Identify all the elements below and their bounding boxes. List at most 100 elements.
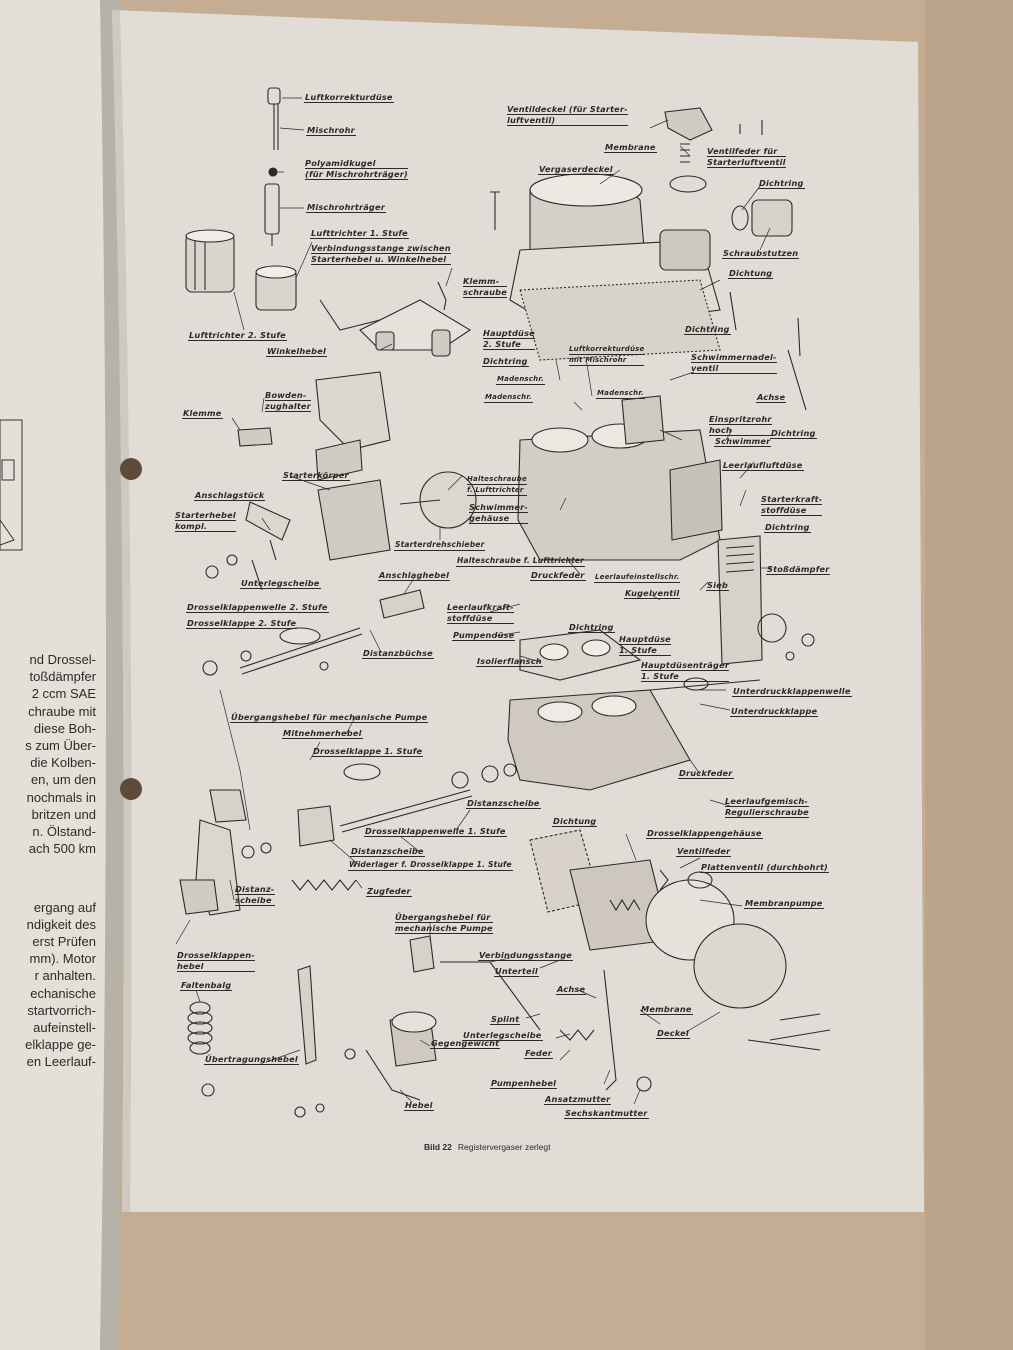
left-page: [0, 0, 108, 1350]
label-lufttrichter-1: Lufttrichter 1. Stufe: [310, 228, 409, 239]
label-halteschraube-lufttrichter: Halteschraube f. Lufttrichter: [456, 556, 586, 567]
left-page-line: en Leerlauf-: [26, 1054, 96, 1070]
label-ventildeckel: Ventildeckel (für Starter-luftventil): [507, 104, 628, 126]
left-figure-frame: [0, 419, 23, 551]
label-gegengewicht: Gegengewicht: [430, 1038, 501, 1049]
label-pumpenduese: Pumpendüse: [452, 630, 516, 641]
label-membrane-bottom: Membrane: [640, 1004, 693, 1015]
label-leerlaufeinstellschraube: Leerlaufeinstellschr.: [594, 573, 681, 583]
label-drosselklappenwelle-1: Drosselklappenwelle 1. Stufe: [364, 826, 507, 837]
label-distanzscheibe-3: Distanz-scheibe: [235, 884, 275, 906]
label-unterlegscheibe-1: Unterlegscheibe: [240, 578, 321, 589]
left-page-line: ach 500 km: [28, 841, 96, 857]
label-druckfeder-2: Druckfeder: [678, 768, 734, 779]
label-membranpumpe: Membranpumpe: [744, 898, 824, 909]
label-vergaserdeckel: Vergaserdeckel: [538, 164, 614, 175]
left-page-line: r anhalten.: [34, 968, 96, 984]
label-dichtring-4: Dichtring: [770, 428, 817, 439]
left-page-line: diese Boh-: [33, 720, 96, 736]
label-bowdenzughalter: Bowden-zughalter: [265, 390, 311, 412]
label-kugelventil: Kugelventil: [624, 588, 681, 599]
label-membrane-top: Membrane: [604, 142, 657, 153]
punch-hole-top: [120, 458, 142, 480]
label-mischrohr: Mischrohr: [306, 125, 356, 136]
label-achse-top: Achse: [756, 392, 787, 403]
label-unterlegscheibe-2: Unterlegscheibe: [462, 1030, 543, 1041]
label-mitnehmerhebel: Mitnehmerhebel: [282, 728, 363, 739]
label-schwimmer: Schwimmer: [714, 436, 772, 447]
label-sechskantmutter: Sechskantmutter: [564, 1108, 649, 1119]
left-page-line: britzen und: [31, 806, 96, 822]
left-page-line: 2 ccm SAE: [31, 686, 96, 702]
left-page-line: en, um den: [30, 772, 96, 788]
label-starterkraftstoffduese: Starterkraft-stoffdüse: [761, 494, 823, 516]
label-stossdaempfer: Stoßdämpfer: [766, 564, 831, 575]
label-drosselklappenhebel: Drosselklappen-hebel: [177, 950, 255, 972]
label-lufttrichter-2: Lufttrichter 2. Stufe: [188, 330, 287, 341]
label-distanzscheibe-1: Distanzscheibe: [466, 798, 541, 809]
label-feder: Feder: [524, 1048, 553, 1059]
label-leerlaufluftduese: Leerlaufluftdüse: [722, 460, 804, 471]
label-sieb: Sieb: [706, 580, 729, 591]
label-druckfeder-1: Druckfeder: [530, 570, 586, 581]
left-figure-fragment: [0, 459, 15, 546]
label-dichtung-top: Dichtung: [728, 268, 774, 279]
label-drosselklappengehaeuse: Drosselklappengehäuse: [646, 828, 763, 839]
left-page-line: erst Prüfen: [32, 934, 96, 949]
label-mischrohrtraeger: Mischrohrträger: [306, 202, 386, 213]
label-achse-bottom: Achse: [556, 984, 587, 995]
label-starterkoerper: Starterkörper: [282, 470, 350, 481]
label-madenschraube-3: Madenschr.: [596, 389, 645, 399]
left-page-line: n. Ölstand-: [32, 824, 96, 839]
label-leerlaufkraftstoffduese: Leerlaufkraft-stoffdüse: [447, 602, 514, 624]
label-uebergangshebel-pumpe: Übergangshebel für mechanische Pumpe: [230, 712, 429, 723]
label-faltenbalg: Faltenbalg: [180, 980, 233, 991]
label-dichtring-2: Dichtring: [684, 324, 731, 335]
label-drosselklappenwelle-2: Drosselklappenwelle 2. Stufe: [186, 602, 329, 613]
left-page-line: aufeinstell-: [33, 1020, 96, 1035]
label-hebel: Hebel: [404, 1100, 434, 1111]
label-ansatzmutter: Ansatzmutter: [544, 1094, 612, 1105]
exploded-parts: [179, 87, 831, 1118]
left-page-line: ndigkeit des: [26, 916, 96, 932]
label-distanzscheibe-2: Distanzscheibe: [350, 846, 425, 857]
label-schwimmergehaeuse: Schwimmer-gehäuse: [469, 502, 529, 524]
label-verbindungsstange: Verbindungsstange: [478, 950, 574, 961]
left-page-line: elklappe ge-: [25, 1037, 96, 1053]
label-anschlaghebel: Anschlaghebel: [378, 570, 451, 581]
label-dichtring-3: Dichtring: [482, 356, 529, 367]
label-dichtring-top: Dichtring: [758, 178, 805, 189]
label-schwimmernadelventil: Schwimmernadel-ventil: [691, 352, 777, 374]
label-leerlaufgemisch: Leerlaufgemisch-Regulierschraube: [725, 796, 809, 818]
punch-hole-bottom: [120, 778, 142, 800]
left-page-line: echanische: [30, 985, 96, 1001]
label-deckel: Deckel: [656, 1028, 690, 1039]
label-zugfeder: Zugfeder: [366, 886, 412, 897]
label-uebertragungshebel: Übertragungshebel: [204, 1054, 299, 1065]
label-unterteil: Unterteil: [494, 966, 539, 977]
label-dichtring-6: Dichtring: [568, 622, 615, 633]
figure-number: Bild 22: [424, 1142, 452, 1152]
left-page-line: toßdämpfer: [29, 669, 96, 685]
label-widerlager: Widerlager f. Drosselklappe 1. Stufe: [348, 860, 513, 871]
page-curl: [112, 10, 132, 1212]
label-schraubstutzen: Schraubstutzen: [722, 248, 800, 259]
gutter-shadow: [100, 0, 125, 1350]
label-splint: Splint: [490, 1014, 521, 1025]
label-unterdruckklappe: Unterdruckklappe: [730, 706, 819, 717]
left-page-line: die Kolben-: [30, 755, 96, 771]
left-page-line: mm). Motor: [29, 951, 96, 967]
label-polyamidkugel: Polyamidkugel(für Mischrohrträger): [305, 158, 408, 180]
label-dichtring-5: Dichtring: [764, 522, 811, 533]
label-dichtung-2: Dichtung: [552, 816, 598, 827]
